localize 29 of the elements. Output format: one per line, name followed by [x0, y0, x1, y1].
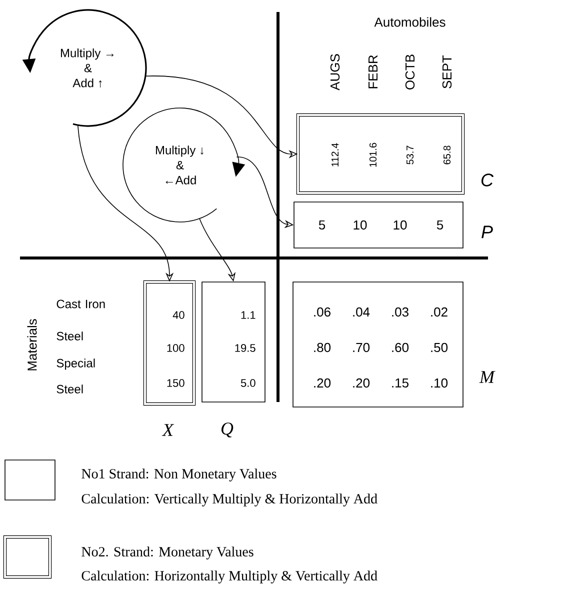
- legend-text: No2. Strand: Monetary Values: [82, 546, 254, 560]
- row-heading: Steel: [56, 332, 83, 340]
- node-label: &: [84, 64, 92, 72]
- column-heading: OCTB: [405, 54, 415, 90]
- matrix-symbol: M: [479, 371, 496, 383]
- node-label: Add ↑: [72, 78, 102, 88]
- matrix-symbol: P: [482, 226, 493, 238]
- node-label: Multiply →: [60, 48, 114, 60]
- column-heading: Automobiles: [374, 17, 446, 27]
- node-label: &: [176, 160, 184, 170]
- row-heading: Materials: [27, 319, 37, 370]
- vector-box: 1.1 19.5 5.0: [202, 282, 266, 402]
- row-heading: Special Steel: [56, 358, 95, 394]
- legend-text: No1 Strand: Non Monetary Values: [82, 468, 276, 482]
- matrix-symbol: X: [162, 424, 174, 436]
- vector-box: 40 100 150: [143, 280, 196, 406]
- matrix-symbol: C: [482, 174, 494, 186]
- column-heading: SEPT: [442, 55, 452, 88]
- node-label: Multiply ↓: [156, 146, 204, 157]
- legend-text: Calculation: Horizontally Multiply & Vertically Add: [82, 570, 378, 584]
- matrix-box: 5 10 10 5: [294, 202, 464, 248]
- matrix-box: .06 .04 .03 .02 .80 .70 .60 .50 .20 .20 .15 .10: [292, 282, 464, 408]
- row-heading: Cast Iron: [56, 300, 105, 308]
- node-label: ←Add: [166, 176, 196, 184]
- column-heading: FEBR: [368, 55, 378, 88]
- matrix-symbol: Q: [222, 422, 234, 438]
- legend-text: Calculation: Vertically Multiply & Horizontally Add: [82, 494, 378, 506]
- matrix-box: 112.4 101.6 53.7 65.8: [296, 113, 465, 195]
- column-heading: AUGS: [330, 54, 340, 90]
